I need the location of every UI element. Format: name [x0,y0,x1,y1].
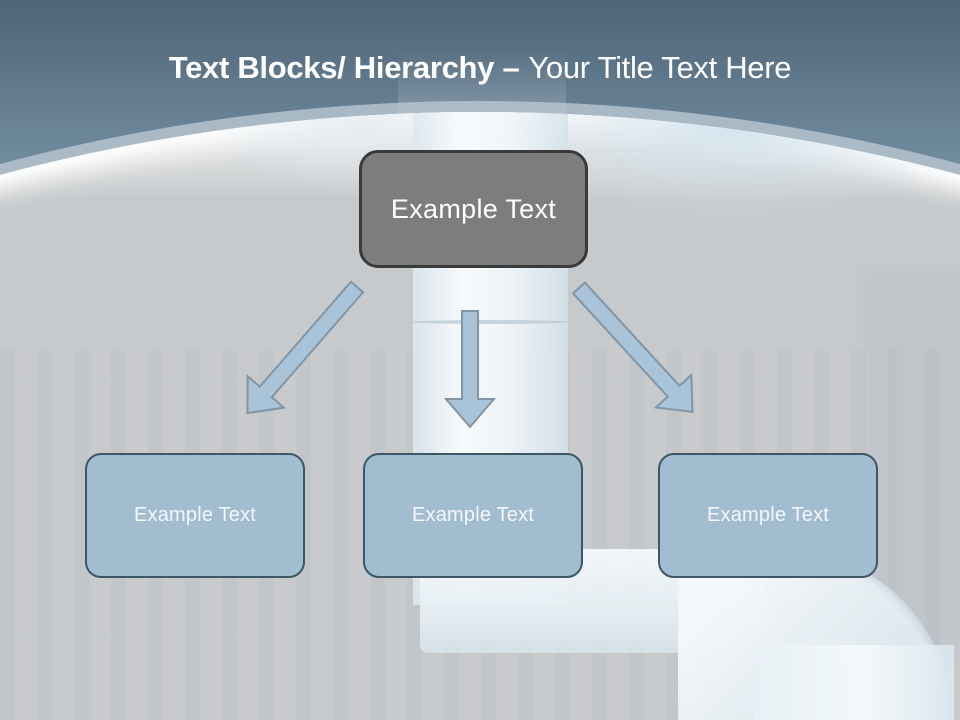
child-box-label: Example Text [411,504,535,526]
hierarchy-child-box-3[interactable]: Example Text [658,453,878,578]
title-bold-segment: Text Blocks/ Hierarchy – [168,50,520,85]
child-box-label: Example Text [133,504,257,526]
photo-streak-right [540,112,960,218]
hierarchy-child-box-1[interactable]: Example Text [85,453,305,578]
slide-title[interactable]: Text Blocks/ Hierarchy –Your Title Text … [0,48,960,88]
arrow-down[interactable] [443,310,497,429]
arrow-down-left[interactable] [229,271,375,429]
photo-descending-pipe [754,645,954,720]
root-box-label: Example Text [390,193,557,224]
hierarchy-child-box-2[interactable]: Example Text [363,453,583,578]
child-box-label: Example Text [706,504,830,526]
hierarchy-root-box[interactable]: Example Text [359,150,588,268]
arrow-down-right[interactable] [561,272,710,428]
photo-pipe-seam [411,320,570,324]
title-regular-segment: Your Title Text Here [528,50,792,85]
